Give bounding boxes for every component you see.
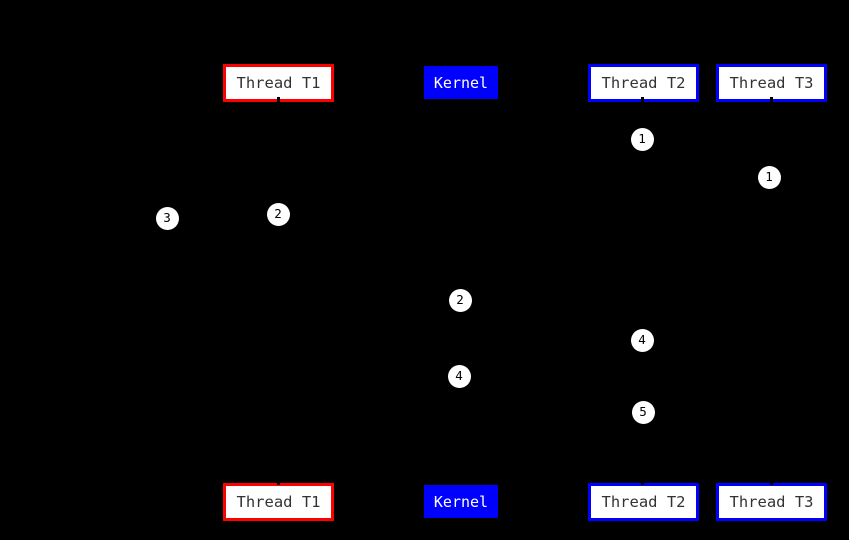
step-marker-4-t2: 4	[630, 328, 654, 352]
lifeline-stub-t3-top	[770, 97, 773, 104]
step-marker-2-t1: 2	[266, 202, 290, 226]
kernel-box-bottom: Kernel	[424, 485, 498, 518]
thread-t1-box-top: Thread T1	[223, 64, 334, 102]
step-marker-5-t2: 5	[631, 400, 655, 424]
kernel-box-top: Kernel	[424, 66, 498, 99]
step-marker-2-kernel: 2	[448, 288, 472, 312]
lifeline-stub-t2-bottom	[641, 478, 644, 485]
lifeline-stub-t2-top	[641, 97, 644, 104]
step-marker-4-kernel: 4	[447, 364, 471, 388]
step-marker-3-left: 3	[155, 206, 179, 230]
thread-t3-box-top: Thread T3	[716, 64, 827, 102]
lifeline-stub-t1-bottom	[276, 478, 280, 485]
thread-t1-box-bottom: Thread T1	[223, 483, 334, 521]
lifeline-stub-t3-bottom	[770, 478, 773, 485]
thread-t2-box-bottom: Thread T2	[588, 483, 699, 521]
step-marker-1-t3: 1	[757, 165, 781, 189]
thread-t3-box-bottom: Thread T3	[716, 483, 827, 521]
step-marker-1-t2: 1	[630, 127, 654, 151]
lifeline-stub-t1-top	[276, 97, 280, 104]
